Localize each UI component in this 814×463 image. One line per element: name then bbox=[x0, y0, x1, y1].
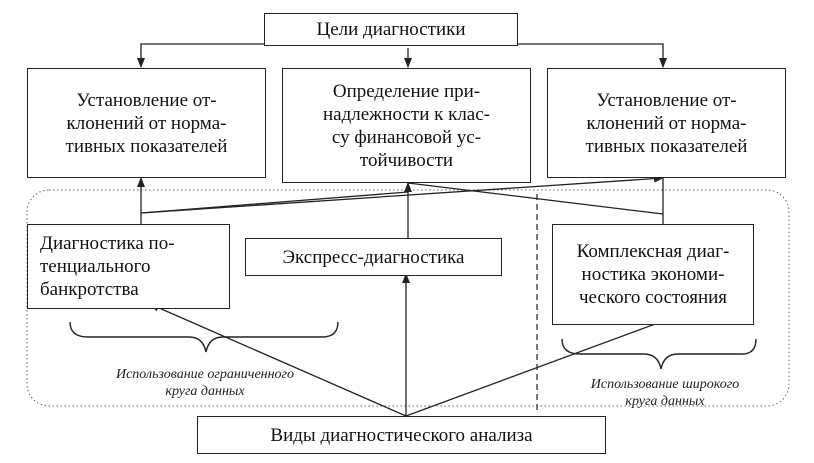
method-box-line: Комплексная диаг- bbox=[576, 241, 730, 262]
goal-arrows bbox=[137, 43, 667, 68]
note-wide-data: Использование широкого круга данных bbox=[545, 376, 785, 410]
note-limited-data: Использование ограниченного круга данных bbox=[60, 366, 350, 400]
goal-box-deviations-left: Установление от- клонений от норма- тивн… bbox=[27, 68, 266, 178]
note-line: Использование широкого bbox=[590, 377, 740, 392]
method-box-line: Диагностика по- bbox=[40, 233, 175, 254]
method-box-line: банкротства bbox=[40, 279, 139, 300]
diagnostics-goals-title: Цели диагностики bbox=[316, 19, 466, 40]
note-line: круга данных bbox=[165, 384, 245, 399]
goal-box-line: Установление от- bbox=[596, 89, 737, 111]
diagnostic-types-box: Виды диагностического анализа bbox=[197, 416, 606, 454]
diagnostics-goals-box: Цели диагностики bbox=[264, 13, 518, 46]
method-box-bankruptcy: Диагностика по- тенциального банкротства bbox=[27, 224, 230, 309]
goal-box-deviations-right: Установление от- клонений от норма- тивн… bbox=[547, 68, 786, 178]
type-arrows bbox=[149, 273, 686, 417]
goal-box-line: клонений от норма- bbox=[66, 112, 227, 134]
method-box-line: тенциального bbox=[40, 256, 151, 277]
method-box-line: ностика экономи- bbox=[581, 264, 725, 285]
method-box-line: ческого состояния bbox=[578, 287, 728, 308]
goal-box-line: Установление от- bbox=[76, 89, 217, 111]
brace-wide bbox=[561, 338, 757, 370]
brace-limited bbox=[69, 321, 339, 353]
method-box-complex: Комплексная диаг- ностика экономи- ческо… bbox=[552, 224, 754, 325]
method-box-express: Экспресс-диагностика bbox=[245, 238, 502, 276]
goal-box-stability-class: Определение при- надлежности к клас- су … bbox=[282, 68, 531, 183]
method-box-line: Экспресс-диагностика bbox=[282, 246, 465, 268]
goal-box-line: Определение при- bbox=[332, 80, 481, 102]
goal-box-line: тойчивости bbox=[359, 149, 454, 171]
goal-box-line: тивных показателей bbox=[65, 135, 228, 157]
method-arrows bbox=[137, 174, 664, 238]
diagnostic-types-title: Виды диагностического анализа bbox=[270, 424, 533, 446]
goal-box-line: тивных показателей bbox=[585, 135, 748, 157]
goal-box-line: клонений от норма- bbox=[586, 112, 747, 134]
note-line: Использование ограниченного bbox=[115, 367, 295, 382]
note-line: круга данных bbox=[625, 394, 705, 409]
goal-box-line: су финансовой ус- bbox=[331, 126, 482, 148]
goal-box-line: надлежности к клас- bbox=[323, 103, 490, 125]
